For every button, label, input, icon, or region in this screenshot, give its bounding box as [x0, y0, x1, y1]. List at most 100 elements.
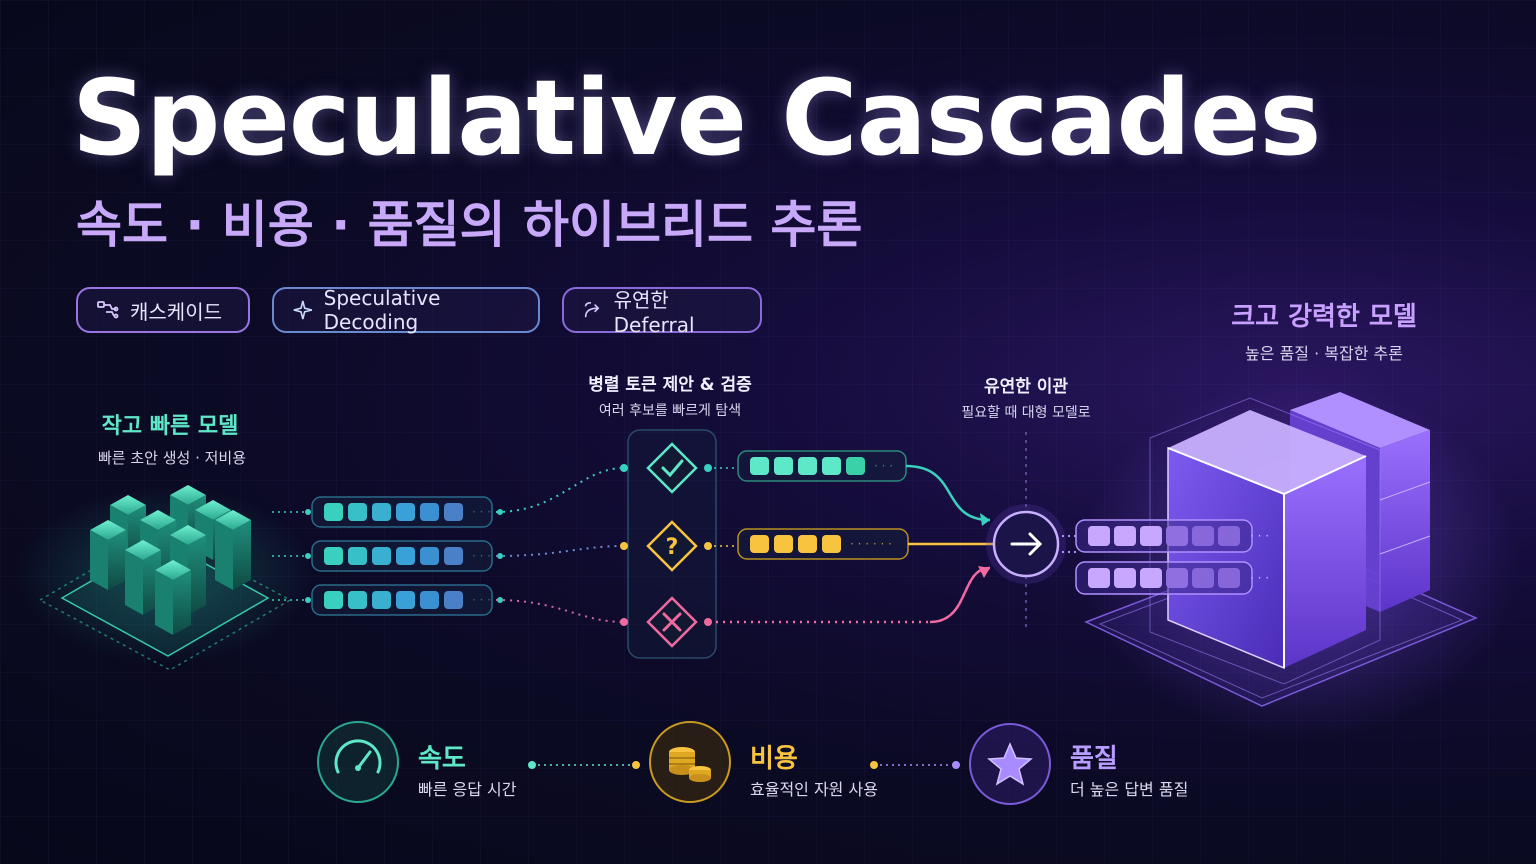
check-icon-frame: [646, 442, 698, 494]
large-model: [1080, 380, 1520, 740]
path-accepted: [905, 464, 991, 522]
token: [1218, 568, 1240, 588]
token: [396, 591, 415, 609]
connector-draft-to-check: [495, 467, 625, 513]
token: [1140, 526, 1162, 546]
cube-left: [90, 530, 108, 590]
token: [1114, 526, 1136, 546]
benefit-quality-desc: 더 높은 답변 품질: [1070, 780, 1189, 799]
row-tail-dot: [497, 597, 503, 603]
deferral-title: 유연한 이관: [983, 377, 1069, 397]
arrow-right-icon: [1010, 532, 1043, 556]
token: [348, 547, 367, 565]
token: [444, 591, 463, 609]
cube-right: [188, 535, 206, 615]
cube-right: [108, 530, 126, 590]
token: [846, 457, 865, 475]
page-title: Speculative Cascades: [72, 57, 1321, 179]
token: [444, 503, 463, 521]
small-model-title: 작고 빠른 모델: [101, 414, 239, 439]
benefit-cost-title: 비용: [750, 744, 798, 774]
token: [750, 535, 769, 553]
token: [1218, 526, 1240, 546]
chip-label: 캐스케이드: [130, 299, 222, 324]
token: [372, 547, 391, 565]
small-model-cubes: [90, 485, 251, 635]
token: [1166, 526, 1188, 546]
token: [324, 547, 343, 565]
token: [822, 457, 841, 475]
cube-right: [173, 570, 191, 635]
verification-markers: ?: [646, 442, 698, 648]
cube-right: [233, 520, 251, 590]
token: [420, 591, 439, 609]
x-icon: [662, 612, 682, 632]
benefit-quality-title: 품질: [1070, 744, 1118, 774]
path-rejected: [716, 566, 991, 624]
chip-flexible-deferral[interactable]: 유연한 Deferral: [562, 287, 762, 337]
token: [372, 503, 391, 521]
token: [444, 547, 463, 565]
page-subtitle: 속도 · 비용 · 품질의 하이브리드 추론: [76, 196, 863, 254]
token: [372, 591, 391, 609]
token-ellipsis: · · ·: [1250, 529, 1269, 543]
chip-label: 유연한 Deferral: [613, 287, 695, 337]
token: [1088, 568, 1110, 588]
large-model-title: 크고 강력한 모델: [1231, 302, 1417, 332]
token: [348, 591, 367, 609]
chip-cascade[interactable]: 캐스케이드: [76, 287, 250, 333]
row-lead-dot: [305, 597, 311, 603]
chip-label: Speculative Decoding: [323, 286, 441, 334]
reroute-icon: [584, 301, 600, 318]
benefit-speed-desc: 빠른 응답 시간: [418, 780, 517, 799]
large-model-token-rows: · · · · · ·: [1075, 519, 1269, 595]
row-lead-dot: [305, 509, 311, 515]
question-icon-frame: [646, 520, 698, 572]
question-icon: ?: [666, 535, 679, 560]
verify-title: 병렬 토큰 제안 & 검증: [588, 375, 752, 395]
speedometer-icon: [317, 721, 399, 803]
token: [774, 457, 793, 475]
row-tail-dot: [497, 553, 503, 559]
cube-left: [215, 520, 233, 590]
token: [822, 535, 841, 553]
token: [750, 457, 769, 475]
token: [774, 535, 793, 553]
token: [1140, 568, 1162, 588]
star-icon: [969, 723, 1051, 805]
row-lead-dot: [305, 553, 311, 559]
verified-token-rows: · · ·· · · · · ·: [708, 450, 909, 560]
router-node: [986, 504, 1066, 584]
connector-draft-to-question: [495, 545, 625, 557]
token: [324, 503, 343, 521]
draft-token-rows: · · ·· · ·· · ·: [272, 496, 503, 616]
cube-left: [155, 570, 173, 635]
cube-left: [125, 550, 143, 615]
token: [396, 503, 415, 521]
token-ellipsis: · · ·: [1250, 571, 1269, 585]
token: [798, 457, 817, 475]
chip-speculative-decoding[interactable]: Speculative Decoding: [272, 286, 540, 334]
token-ellipsis: · · ·: [472, 593, 491, 607]
small-model-desc: 빠른 초안 생성 · 저비용: [97, 449, 247, 467]
token: [1114, 568, 1136, 588]
token-ellipsis: · · ·: [472, 549, 491, 563]
large-model-desc: 높은 품질 · 복잡한 추론: [1245, 344, 1403, 363]
cascade-icon: [97, 301, 119, 319]
token-ellipsis: · · ·: [874, 459, 893, 473]
token: [324, 591, 343, 609]
check-icon: [661, 459, 684, 478]
token: [1192, 526, 1214, 546]
benefit-speed-title: 속도: [418, 744, 466, 774]
deferral-desc: 필요할 때 대형 모델로: [961, 405, 1091, 421]
verify-desc: 여러 후보를 빠르게 탐색: [598, 403, 742, 419]
benefit-cost-desc: 효율적인 자원 사용: [750, 780, 878, 799]
token: [420, 503, 439, 521]
token: [348, 503, 367, 521]
token: [1088, 526, 1110, 546]
row-tail-dot: [497, 509, 503, 515]
token: [396, 547, 415, 565]
connector-draft-to-x: [495, 599, 625, 623]
token: [1166, 568, 1188, 588]
